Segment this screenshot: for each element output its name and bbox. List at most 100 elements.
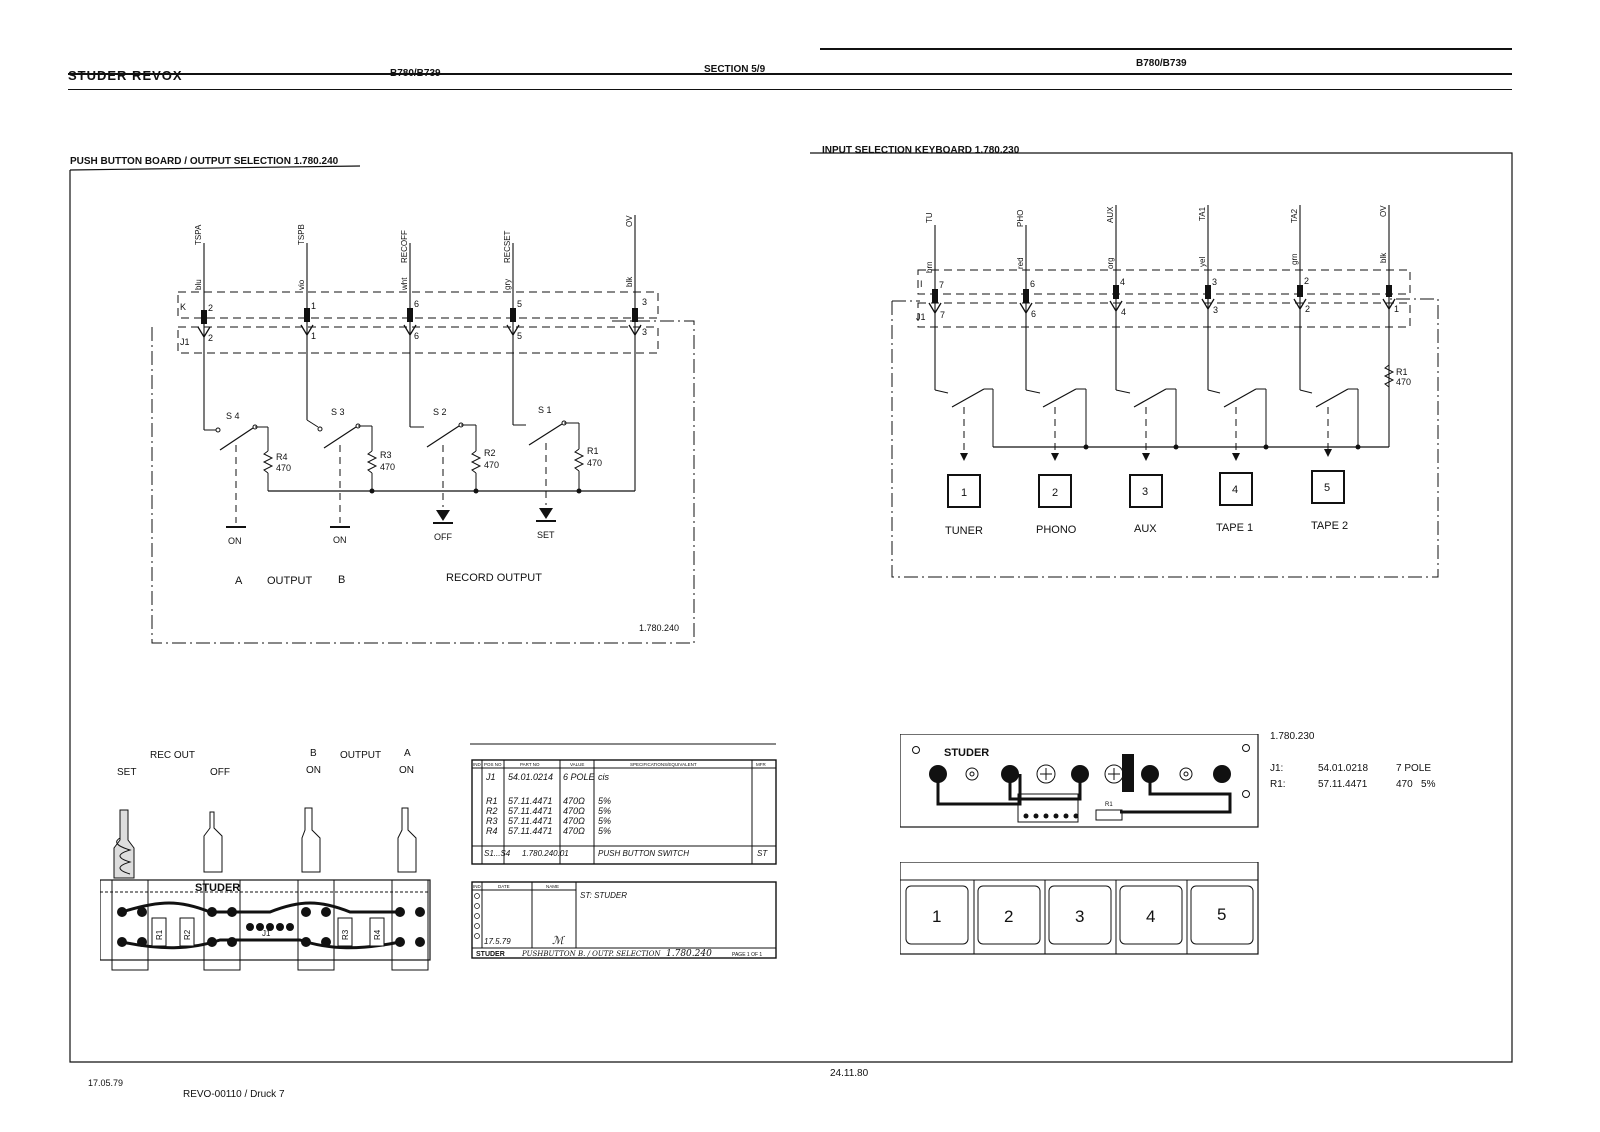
input-resistor-label: R1 [1396, 367, 1408, 377]
parts-row1-value: 6 POLE [563, 772, 596, 782]
input-signal-ta1: TA1 [1198, 206, 1207, 221]
pcb-silk-r3: R3 [341, 929, 350, 940]
signal-wire-5: OV blk 3 3 [625, 215, 647, 491]
input-wire-aux: AUX org 4 4 [1106, 205, 1126, 390]
pin-k-1: 1 [311, 301, 316, 311]
parts-footer-number: 1.780.240 [666, 949, 712, 959]
parts-footer-page: PAGE 1 OF 1 [732, 952, 762, 958]
switch-label-s1: S 1 [538, 405, 552, 415]
input-pin-3-bottom: 3 [1213, 305, 1218, 315]
input-pin-7-bottom: 7 [940, 310, 945, 320]
pin-j1-5: 5 [517, 331, 522, 341]
input-pcb-part-j1-value: 7 POLE [1396, 763, 1432, 774]
parts-header-spec: SPECIFICATIONS/EQUIVALENT [630, 762, 697, 767]
input-pcb-drawing: STUDER R1 [900, 734, 1259, 828]
parts-row4-spec: 5% [598, 816, 611, 826]
input-key-4: 4 TAPE 1 [1216, 472, 1253, 534]
resistor-value-r4: 470 [276, 463, 291, 473]
ground-label-set: SET [537, 530, 555, 540]
parts-revision-signature: ℳ [552, 935, 566, 947]
input-wire-color-grn: grn [1290, 253, 1299, 265]
input-key-number-2: 2 [1052, 487, 1058, 499]
input-key-number-1: 1 [961, 487, 967, 499]
header-section: SECTION 5/9 [704, 64, 766, 75]
input-pin-2-top: 2 [1304, 276, 1309, 286]
input-key-label-aux: AUX [1134, 523, 1157, 535]
parts-footer-title: PUSHBUTTON B. / OUTP. SELECTION [521, 950, 661, 958]
ground-label-on-b: ON [333, 535, 347, 545]
input-pcb-part-j1-no: 54.01.0218 [1318, 763, 1369, 774]
resistor-label-r4: R4 [276, 452, 288, 462]
revision-header-date: DATE [498, 884, 510, 889]
input-pin-6-bottom: 6 [1031, 309, 1036, 319]
ground-label-on-a: ON [228, 536, 242, 546]
pcb-silkscreen-studer: STUDER [195, 882, 240, 894]
resistor-value-r1: 470 [587, 458, 602, 468]
resistor-label-r3: R3 [380, 450, 392, 460]
input-pin-6-top: 6 [1030, 279, 1035, 289]
key-strip-1: 1 [932, 907, 941, 926]
pcb-silk-r2: R2 [183, 929, 192, 940]
parts-header-pos: POS NO [484, 762, 502, 767]
pcb-label-b: B [310, 748, 317, 759]
pin-k-5: 5 [517, 299, 522, 309]
input-wire-color-org: org [1106, 257, 1115, 269]
parts-row1-spec: cis [598, 772, 609, 782]
input-pcb-part-r1-ref: R1: [1270, 779, 1286, 790]
input-pin-4-bottom: 4 [1121, 307, 1126, 317]
resistor-label-r2: R2 [484, 448, 496, 458]
parts-revision-date: 17.5.79 [484, 937, 511, 946]
signal-wire-2: TSPB vio 1 1 [297, 224, 316, 420]
input-key-1: 1 TUNER [945, 474, 983, 537]
wire-color-blu: blu [194, 279, 203, 290]
pin-k-2: 2 [208, 303, 213, 313]
input-wire-color-brn: brn [925, 261, 934, 273]
parts-header-ind: IND [473, 762, 482, 767]
signal-label-tspb: TSPB [297, 224, 306, 245]
input-key-label-tape1: TAPE 1 [1216, 522, 1253, 534]
parts-row5-part: 57.11.4471 [508, 826, 552, 836]
pcb-label-on-b: ON [306, 765, 321, 776]
input-signal-ov: OV [1379, 205, 1388, 217]
input-wire-tu: TU brn 7 7 [925, 212, 945, 390]
caption-b: B [338, 574, 345, 586]
wire-color-gry: gry [503, 279, 512, 290]
header-bottom-rule [68, 73, 1512, 75]
header-logo: STUDER REVOX [68, 68, 183, 83]
switch-label-s3: S 3 [331, 407, 345, 417]
revision-header-name: NAME [546, 884, 559, 889]
input-key-number-3: 3 [1142, 486, 1148, 498]
parts-row3-value: 470Ω [563, 806, 585, 816]
ground-label-off: OFF [434, 532, 452, 542]
header-model-left: B780/B739 [390, 68, 441, 79]
input-pcb-part-r1-no: 57.11.4471 [1318, 779, 1368, 790]
signal-wire-1: TSPA blu 2 2 [194, 224, 213, 430]
switch-s1: S 1 R1 470 SET [513, 405, 602, 540]
key-strip-4: 4 [1146, 907, 1155, 926]
pcb-label-set: SET [117, 767, 137, 778]
parts-row4-value: 470Ω [563, 816, 585, 826]
parts-row5-spec: 5% [598, 826, 611, 836]
input-wire-pho: PHO red 6 6 [1016, 210, 1036, 390]
input-key-number-4: 4 [1232, 484, 1238, 496]
parts-row3-spec: 5% [598, 806, 611, 816]
input-pcb-board-number: 1.780.230 [1270, 731, 1315, 742]
parts-header-mfr: MFR [756, 762, 766, 767]
input-signal-pho: PHO [1016, 210, 1025, 227]
switch-s3: S 3 R3 470 ON [306, 407, 395, 545]
input-switches [934, 388, 1389, 461]
input-key-label-phono: PHONO [1036, 524, 1077, 536]
pin-j1-6: 6 [414, 331, 419, 341]
signal-label-ov: OV [625, 215, 634, 227]
caption-a: A [235, 575, 243, 587]
header-top-rule [820, 48, 1512, 50]
input-signal-tu: TU [925, 212, 934, 223]
parts-revision-note: ST: STUDER [580, 891, 627, 900]
input-wire-ta1: TA1 yel 3 3 [1198, 205, 1218, 390]
parts-row1-part: 54.01.0214 [508, 772, 553, 782]
signal-label-recset: RECSET [503, 230, 512, 263]
input-board-title: INPUT SELECTION KEYBOARD 1.780.230 [822, 145, 1020, 156]
pcb-silk-r1: R1 [155, 929, 164, 940]
revision-header-ind: IND [473, 884, 482, 889]
